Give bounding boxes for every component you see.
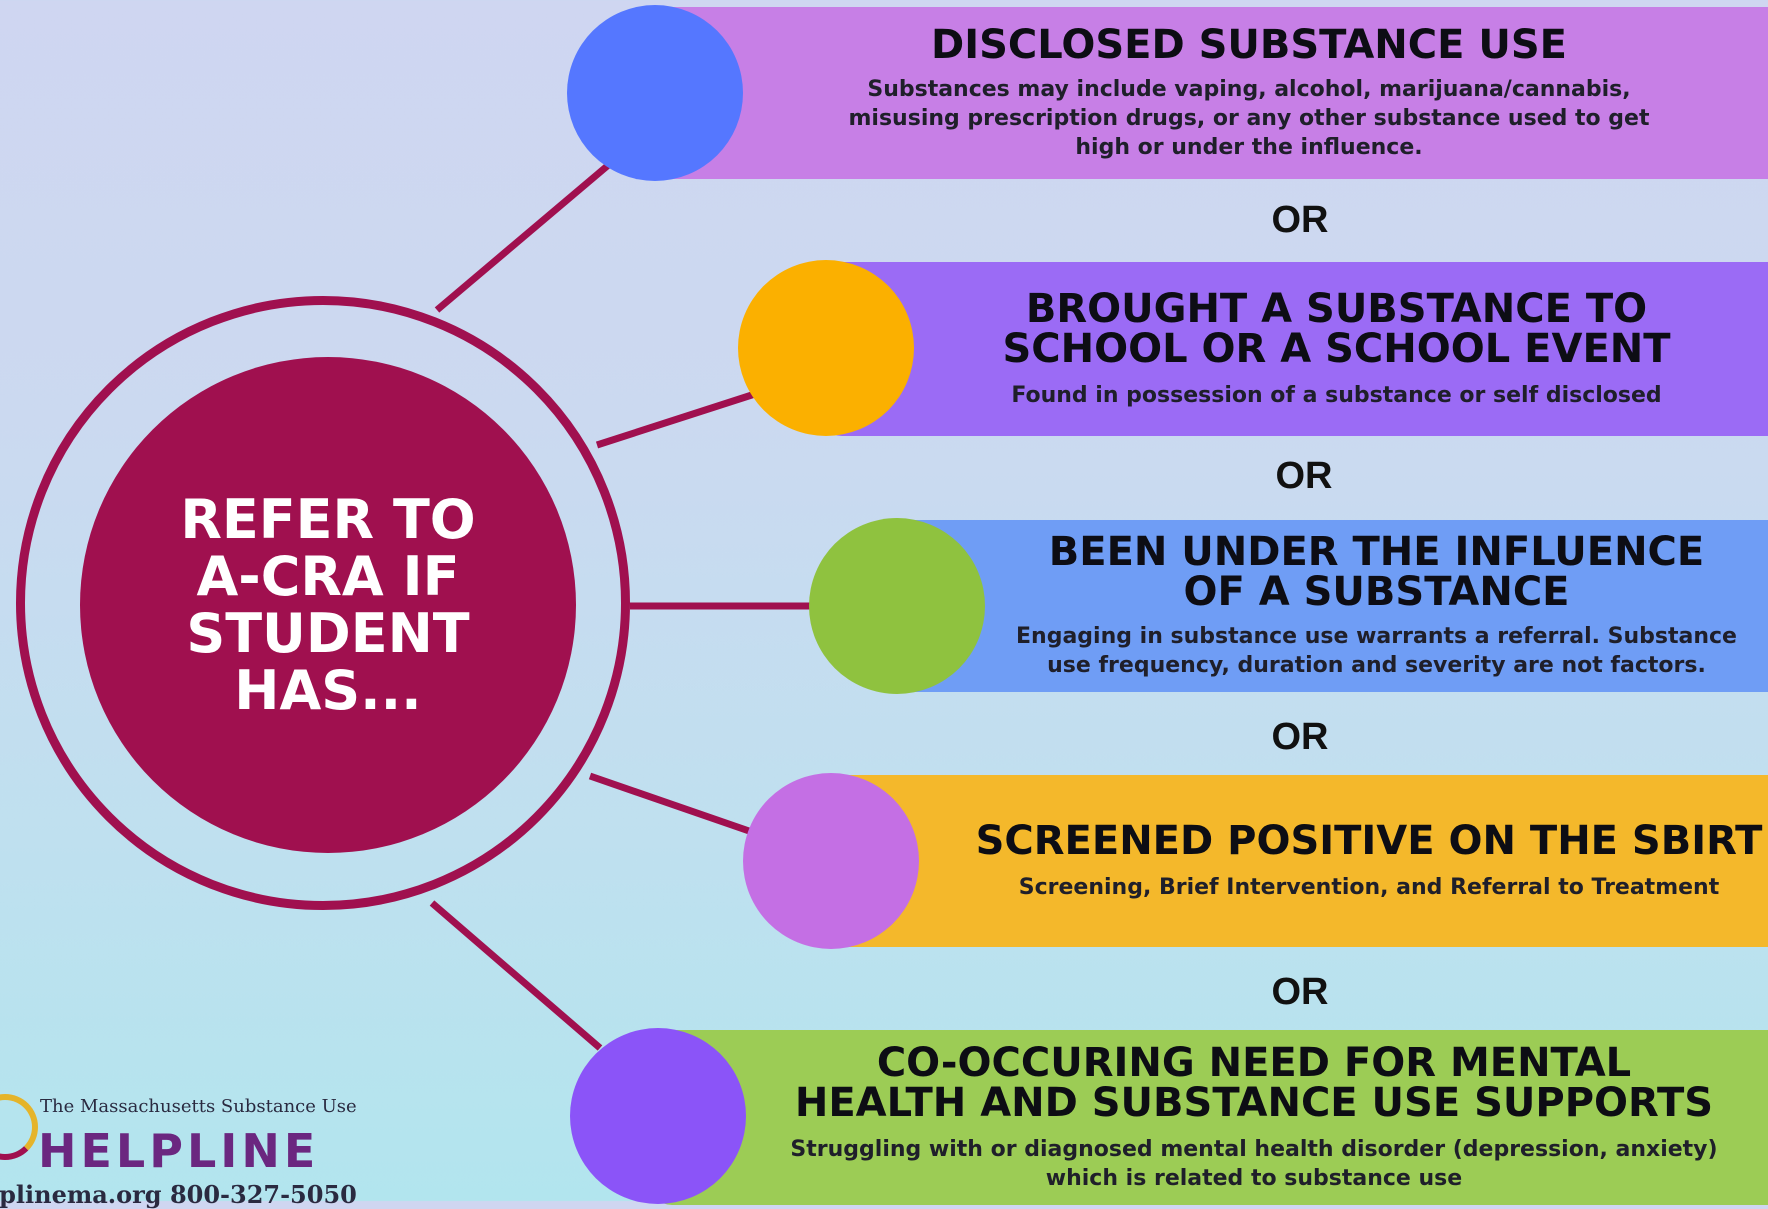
criterion-bar-disclosed-use: DISCLOSED SUBSTANCE USE Substances may i… — [650, 7, 1768, 179]
logo-name-text: HELPLINE — [38, 1124, 320, 1178]
criterion-bar-under-influence: BEEN UNDER THE INFLUENCE OF A SUBSTANCE … — [890, 520, 1768, 692]
helpline-logo-icon — [0, 1094, 38, 1160]
criterion-description: Substances may include vaping, alcohol, … — [848, 76, 1650, 160]
criterion-title: BROUGHT A SUBSTANCE TO SCHOOL OR A SCHOO… — [1002, 285, 1671, 372]
criterion-bar-co-occurring-need: CO-OCCURING NEED FOR MENTAL HEALTH AND S… — [650, 1030, 1768, 1205]
criterion-title: CO-OCCURING NEED FOR MENTAL HEALTH AND S… — [794, 1039, 1714, 1126]
logo-org-text: The Massachusetts Substance Use — [40, 1096, 357, 1117]
logo-contact-text: lplinema.org 800-327-5050 — [0, 1180, 357, 1209]
criterion-title: BEEN UNDER THE INFLUENCE OF A SUBSTANCE — [1048, 529, 1705, 615]
connector-line-1 — [434, 159, 615, 313]
connector-line-2 — [595, 389, 760, 449]
criterion-marker-4 — [743, 773, 919, 949]
criterion-marker-3 — [809, 518, 985, 694]
or-separator: OR — [1271, 199, 1329, 241]
hub-outer-ring — [16, 296, 630, 910]
criterion-marker-1 — [567, 5, 743, 181]
criterion-title: SCREENED POSITIVE ON THE SBIRT — [975, 817, 1763, 864]
criterion-bar-brought-substance: BROUGHT A SUBSTANCE TO SCHOOL OR A SCHOO… — [820, 262, 1768, 436]
hub-title: REFER TO A-CRA IF STUDENT HAS... — [180, 488, 476, 722]
criterion-title: DISCLOSED SUBSTANCE USE — [931, 21, 1567, 68]
criterion-bar-screened-positive: SCREENED POSITIVE ON THE SBIRT Screening… — [820, 775, 1768, 947]
helpline-logo: The Massachusetts Substance Use HELPLINE… — [0, 1078, 357, 1209]
criterion-marker-2 — [738, 260, 914, 436]
criterion-description: Screening, Brief Intervention, and Refer… — [1018, 874, 1720, 900]
connector-line-5 — [429, 900, 603, 1051]
criterion-description: Found in possession of a substance or se… — [1011, 382, 1662, 408]
criterion-marker-5 — [570, 1028, 746, 1204]
or-separator: OR — [1271, 716, 1329, 758]
hub-circle: REFER TO A-CRA IF STUDENT HAS... — [80, 357, 576, 853]
criterion-description: Engaging in substance use warrants a ref… — [1016, 624, 1737, 678]
or-separator: OR — [1275, 455, 1333, 497]
connector-line-4 — [588, 772, 754, 836]
or-separator: OR — [1271, 971, 1329, 1013]
criterion-description: Struggling with or diagnosed mental heal… — [790, 1136, 1718, 1191]
